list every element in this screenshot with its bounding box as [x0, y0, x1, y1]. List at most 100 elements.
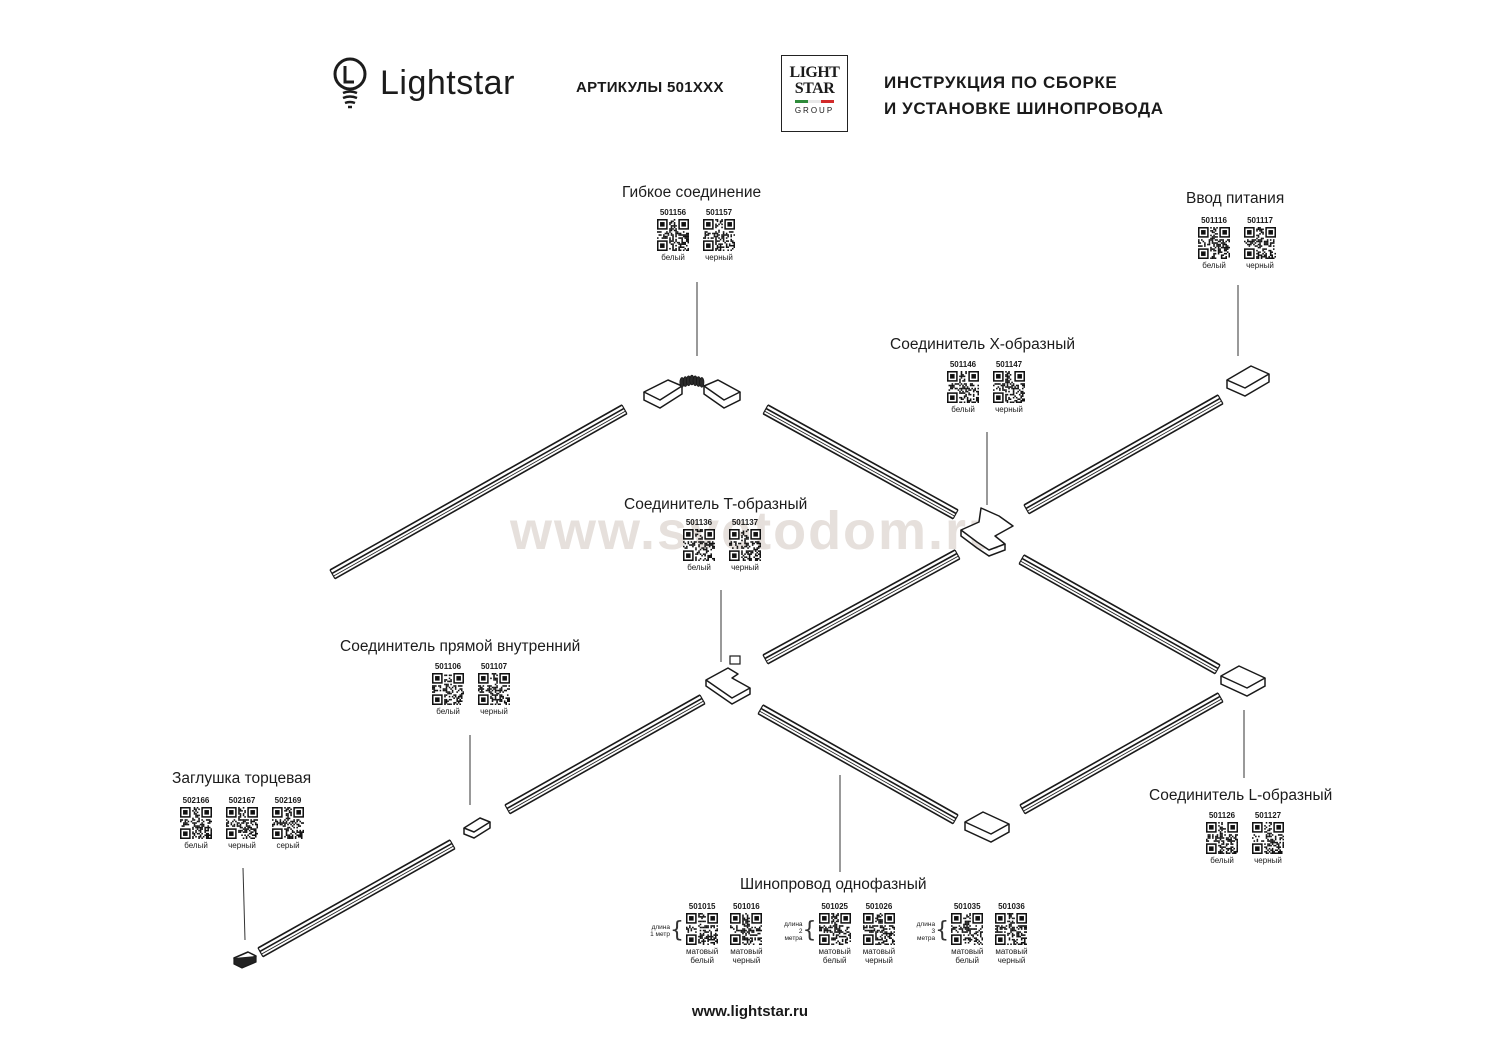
- length-label: длина 1 метр: [650, 924, 670, 938]
- qr-code-icon[interactable]: [1198, 227, 1230, 259]
- straight-connector-title: Соединитель прямой внутренний: [340, 638, 581, 655]
- length-indicator: длина 1 метр {: [648, 920, 684, 942]
- power-qr-group: 501116 белый 501117 черный: [1198, 216, 1284, 270]
- group-logo-line3: GROUP: [794, 106, 835, 115]
- color-caption: белый: [687, 563, 711, 572]
- qr-item: 501136 белый: [683, 518, 715, 572]
- article-code: 502167: [228, 796, 256, 805]
- qr-code-icon[interactable]: [951, 913, 984, 945]
- articles-label: АРТИКУЛЫ 501XXX: [576, 79, 724, 96]
- article-code: 501026: [865, 902, 893, 911]
- brand-logo: Lightstar: [330, 56, 515, 110]
- title-line2: И УСТАНОВКЕ ШИНОПРОВОДА: [884, 99, 1164, 118]
- color-caption: белый: [661, 253, 685, 262]
- footer-url[interactable]: www.lightstar.ru: [691, 1003, 809, 1020]
- color-caption: черный: [995, 405, 1023, 414]
- t-connector: [705, 655, 751, 705]
- leader-line: [242, 867, 246, 941]
- l-connector-right: [1220, 665, 1266, 697]
- qr-code-icon[interactable]: [862, 913, 895, 945]
- brace-icon: {: [935, 918, 950, 943]
- bulb-logo-icon: [333, 57, 367, 109]
- track-title: Шинопровод однофазный: [740, 876, 927, 893]
- lightstar-group-logo: LIGHT STAR GROUP: [781, 55, 848, 132]
- qr-code-icon[interactable]: [478, 673, 510, 705]
- title-line1: ИНСТРУКЦИЯ ПО СБОРКЕ: [884, 73, 1118, 92]
- qr-code-icon[interactable]: [683, 529, 715, 561]
- article-code: 502169: [274, 796, 302, 805]
- article-code: 501156: [659, 208, 687, 217]
- qr-code-icon[interactable]: [1252, 822, 1284, 854]
- italian-flag-icon: [794, 100, 835, 103]
- end-cap-title: Заглушка торцевая: [172, 770, 312, 787]
- article-code: 501126: [1208, 811, 1236, 820]
- l-connector-block: Соединитель L-образный 501126 белый 5011…: [1149, 787, 1332, 865]
- x-qr-group: 501146 белый 501147 черный: [947, 360, 1075, 414]
- article-code: 501016: [733, 902, 760, 911]
- qr-code-icon[interactable]: [180, 807, 212, 839]
- endcap-qr-group: 502166 белый 502167 черный 502169 серый: [180, 796, 311, 850]
- qr-code-icon[interactable]: [686, 913, 719, 945]
- power-input-block: Ввод питания 501116 белый 501117 черный: [1186, 190, 1284, 270]
- qr-code-icon[interactable]: [729, 529, 761, 561]
- qr-code-icon[interactable]: [1244, 227, 1276, 259]
- flexible-connector-title: Гибкое соединение: [622, 184, 762, 201]
- qr-item: 501107 черный: [478, 662, 510, 716]
- length-indicator: длина 3 метра {: [913, 920, 949, 942]
- qr-code-icon[interactable]: [226, 807, 258, 839]
- article-code: 501116: [1201, 216, 1227, 225]
- qr-item: 501146 белый: [947, 360, 979, 414]
- qr-code-icon[interactable]: [995, 913, 1028, 945]
- qr-code-icon[interactable]: [993, 371, 1025, 403]
- article-code: 501146: [949, 360, 977, 369]
- l-connector-title: Соединитель L-образный: [1149, 787, 1333, 804]
- track-rail-lower-left: [504, 694, 706, 815]
- color-caption: черный: [228, 841, 256, 850]
- article-code: 501127: [1254, 811, 1282, 820]
- brace-icon: {: [802, 918, 817, 943]
- flexible-qr-group: 501156 белый 501157 черный: [657, 208, 761, 262]
- article-code: 501036: [998, 902, 1025, 911]
- qr-code-icon[interactable]: [730, 913, 763, 945]
- qr-code-icon[interactable]: [657, 219, 689, 251]
- qr-item: 501147 черный: [993, 360, 1025, 414]
- track-rail-mid-left: [762, 549, 961, 665]
- track-rail-bottom-left: [257, 839, 456, 958]
- flexible-connector: [643, 374, 741, 409]
- qr-code-icon[interactable]: [947, 371, 979, 403]
- track-rail-top-center: [762, 404, 959, 520]
- qr-code-icon[interactable]: [272, 807, 304, 839]
- track-rail-top-left: [329, 404, 628, 580]
- qr-item: 501126 белый: [1206, 811, 1238, 865]
- track-rail-mid-right: [1018, 554, 1221, 675]
- group-logo-line1: LIGHT: [789, 64, 840, 81]
- group-logo-line2: STAR: [794, 80, 835, 97]
- article-code: 501106: [434, 662, 462, 671]
- length-label: длина 2 метра: [784, 920, 803, 942]
- qr-item: 501116 белый: [1198, 216, 1230, 270]
- end-cap-block: Заглушка торцевая 502166 белый 502167 че…: [172, 770, 311, 850]
- qr-item: 502169 серый: [272, 796, 304, 850]
- qr-code-icon[interactable]: [818, 913, 851, 945]
- article-code: 501015: [688, 902, 716, 911]
- qr-code-icon[interactable]: [1206, 822, 1238, 854]
- length-label: длина 3 метра: [916, 920, 936, 942]
- qr-item: 501127 черный: [1252, 811, 1284, 865]
- brand-name: Lightstar: [380, 63, 515, 102]
- qr-code-icon[interactable]: [703, 219, 735, 251]
- power-input-title: Ввод питания: [1186, 190, 1285, 207]
- article-code: 501035: [953, 902, 981, 911]
- qr-code-icon[interactable]: [432, 673, 464, 705]
- end-cap: [233, 951, 257, 969]
- color-caption: серый: [276, 841, 300, 850]
